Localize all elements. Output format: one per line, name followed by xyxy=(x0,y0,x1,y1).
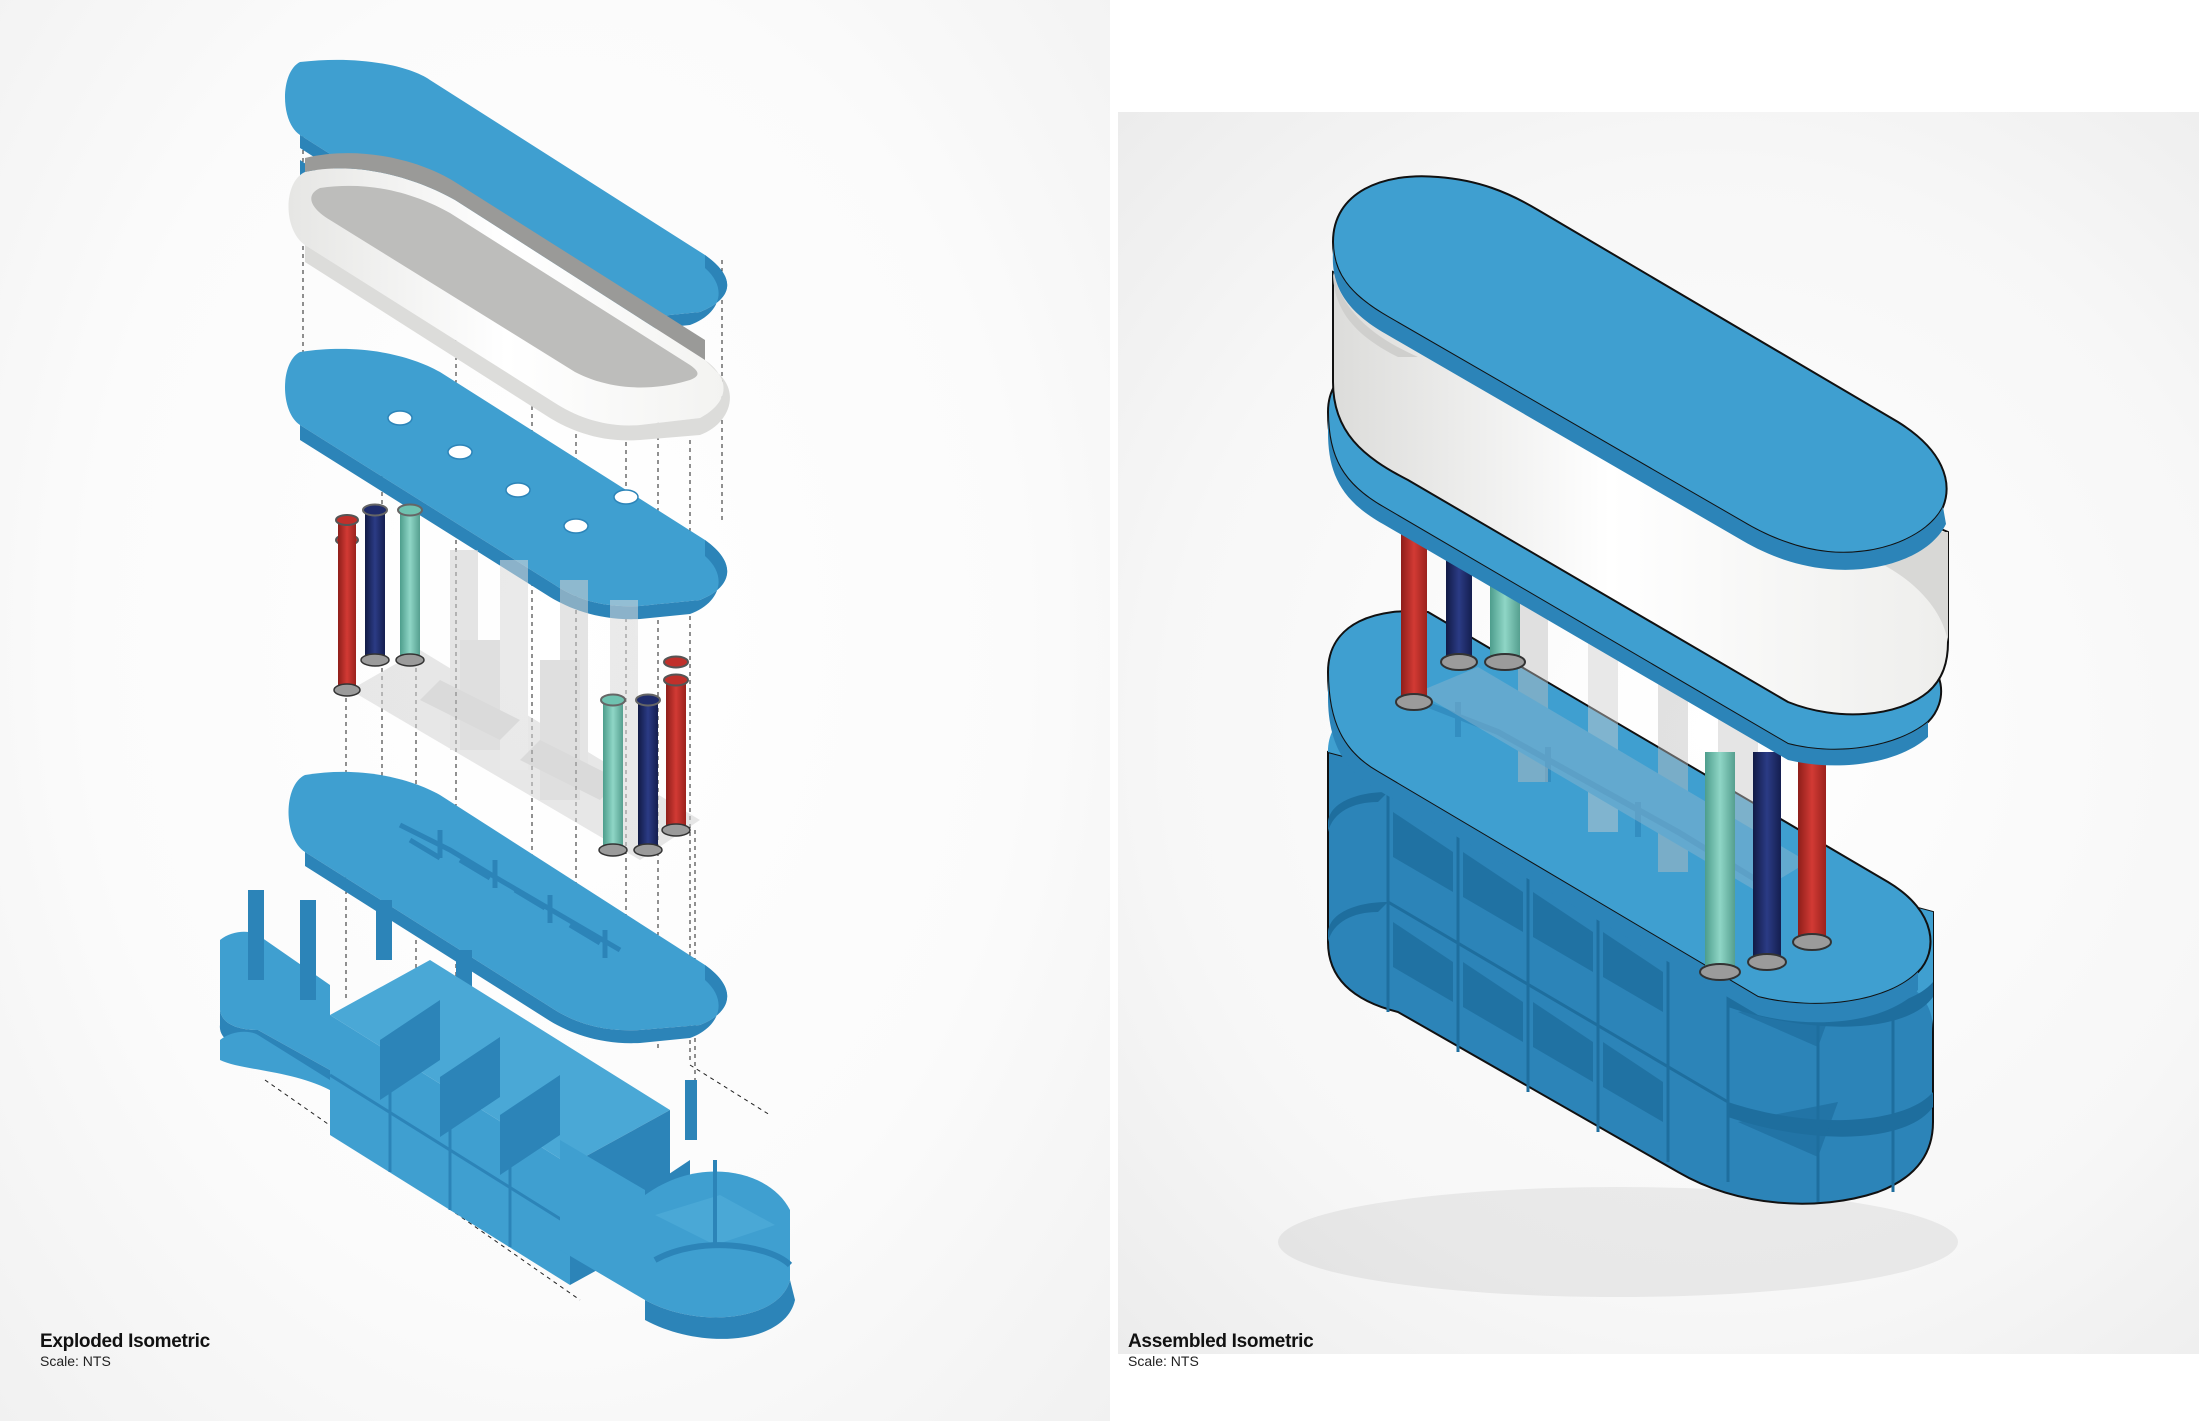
exploded-isometric-drawing xyxy=(219,59,795,1339)
pipe-holes xyxy=(387,410,639,534)
exploded-caption-scale: Scale: NTS xyxy=(40,1353,111,1369)
shelving-unit xyxy=(219,890,795,1339)
pipes-right-group xyxy=(598,655,691,857)
white-band xyxy=(288,153,730,441)
pipes-left-group xyxy=(333,503,425,697)
assembled-pipes xyxy=(1395,512,1832,981)
assembled-caption-scale: Scale: NTS xyxy=(1128,1353,1199,1369)
assembled-isometric-drawing xyxy=(1278,175,1958,1297)
lower-base-plate xyxy=(288,771,728,1044)
exploded-caption-title: Exploded Isometric xyxy=(40,1331,210,1352)
exploded-caption: Exploded Isometric Scale: NTS xyxy=(40,1331,210,1369)
assembled-caption: Assembled Isometric Scale: NTS xyxy=(1128,1331,1314,1369)
upper-base-plate xyxy=(285,348,728,620)
exploded-isometric-panel: Exploded Isometric Scale: NTS xyxy=(0,0,1110,1421)
assembled-isometric-panel: Assembled Isometric Scale: NTS xyxy=(1118,112,2199,1369)
channel-pattern xyxy=(398,822,622,958)
assembled-top-lid xyxy=(1331,175,1948,570)
assembled-caption-title: Assembled Isometric xyxy=(1128,1331,1314,1352)
ground-shadow xyxy=(1278,1187,1958,1297)
